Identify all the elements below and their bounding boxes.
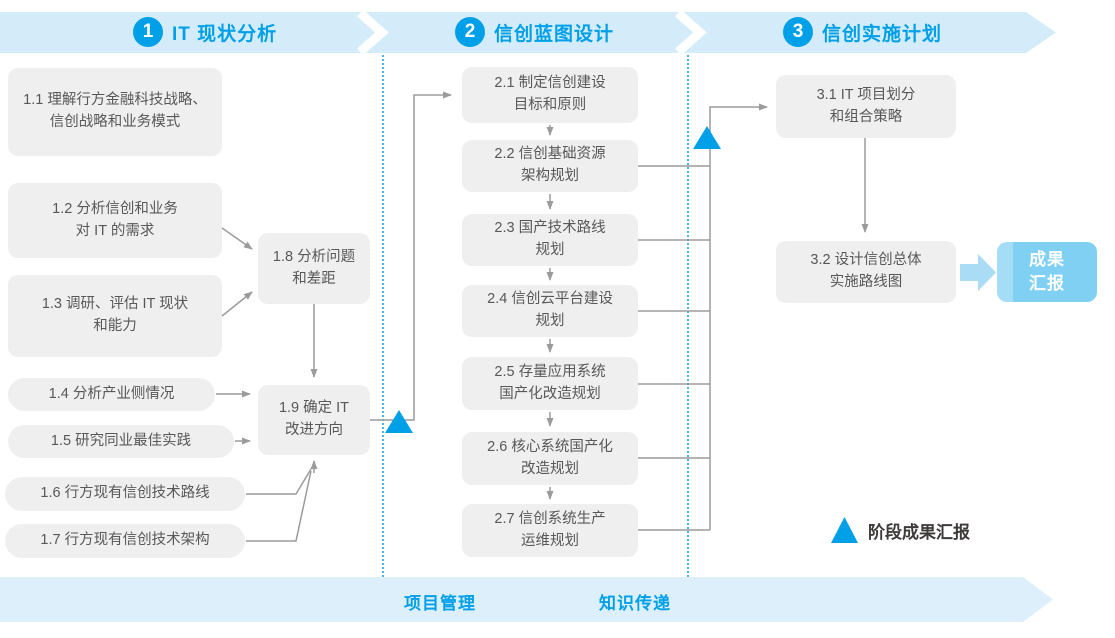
phase-3-header: 3 信创实施计划: [783, 17, 942, 47]
legend-triangle-icon: [831, 517, 858, 543]
task-box-2-2: 2.2 信创基础资源 架构规划: [462, 140, 638, 192]
task-box-1-2: 1.2 分析信创和业务 对 IT 的需求: [8, 183, 222, 258]
task-box-1-4: 1.4 分析产业侧情况: [8, 378, 215, 411]
phase-divider-2: [687, 55, 689, 577]
task-box-2-1: 2.1 制定信创建设 目标和原则: [462, 67, 638, 123]
task-box-2-5: 2.5 存量应用系统 国产化改造规划: [462, 357, 638, 410]
phase-divider-1: [382, 55, 384, 577]
result-report-box: 成果 汇报: [997, 242, 1097, 302]
task-box-1-6: 1.6 行方现有信创技术路线: [5, 477, 245, 511]
task-box-1-5: 1.5 研究同业最佳实践: [8, 425, 234, 458]
task-box-1-9: 1.9 确定 IT 改进方向: [258, 385, 370, 455]
task-box-3-1: 3.1 IT 项目划分 和组合策略: [776, 75, 956, 138]
task-box-3-2: 3.2 设计信创总体 实施路线图: [776, 241, 956, 303]
task-box-1-1: 1.1 理解行方金融科技战略、 信创战略和业务模式: [8, 68, 222, 156]
task-box-1-3: 1.3 调研、评估 IT 现状 和能力: [8, 275, 222, 357]
task-box-1-7: 1.7 行方现有信创技术架构: [5, 524, 245, 558]
result-arrow: [960, 254, 996, 291]
phase-banner: [0, 12, 1056, 53]
phase-2-title: 信创蓝图设计: [494, 23, 615, 45]
task-box-2-4: 2.4 信创云平台建设 规划: [462, 285, 638, 337]
phase-2-header: 2 信创蓝图设计: [455, 17, 614, 47]
task-box-2-3: 2.3 国产技术路线 规划: [462, 214, 638, 266]
footer-banner: [0, 577, 1053, 622]
stage-report-triangle-2: [693, 126, 721, 149]
phase-1-header: 1 IT 现状分析: [133, 17, 277, 47]
legend-stage-report-label: 阶段成果汇报: [868, 523, 970, 542]
phase-2-number-badge: 2: [455, 17, 485, 47]
task-box-2-6: 2.6 核心系统国产化 改造规划: [462, 432, 638, 485]
task-box-2-7: 2.7 信创系统生产 运维规划: [462, 504, 638, 557]
phase-1-number-badge: 1: [133, 17, 163, 47]
stage-report-triangle-1: [385, 410, 413, 433]
footer-label-project-management: 项目管理: [404, 594, 476, 613]
phase-3-title: 信创实施计划: [822, 23, 943, 45]
phase-3-number-badge: 3: [783, 17, 813, 47]
task-box-1-8: 1.8 分析问题 和差距: [258, 233, 370, 304]
footer-label-knowledge-transfer: 知识传递: [599, 594, 671, 613]
phase-1-title: IT 现状分析: [172, 23, 278, 45]
